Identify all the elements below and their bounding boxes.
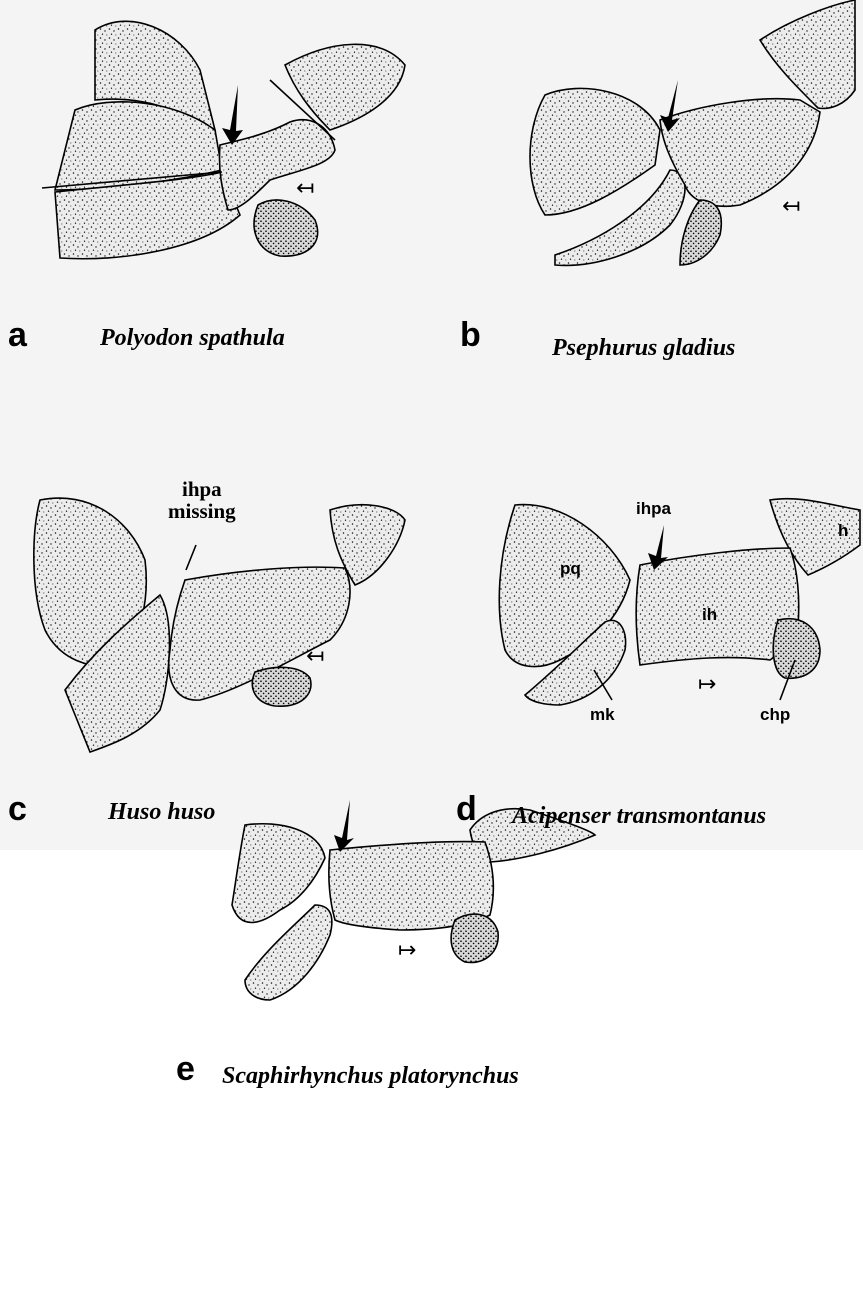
- panel-a-hyomandibula: [285, 44, 405, 130]
- panel-a-direction-symbol: ↤: [296, 178, 314, 200]
- panel-d-drawing: [499, 499, 860, 705]
- panel-b-letter: b: [460, 318, 481, 352]
- panel-e-arrow: [334, 800, 354, 852]
- panel-c-ihpa-missing-label: ihpa missing: [168, 478, 236, 522]
- panel-c-direction-symbol: ↤: [306, 646, 324, 668]
- panel-c-missing-label: missing: [168, 500, 236, 522]
- panel-a-arrow: [222, 85, 243, 145]
- panel-a-ceratohyal: [254, 200, 318, 256]
- panel-e-drawing: [232, 809, 595, 1000]
- panel-d-mk-label: mk: [590, 706, 615, 723]
- panel-d-ihpa-label: ihpa: [636, 500, 671, 517]
- panel-b-palatoquadrate: [530, 88, 660, 215]
- panel-d-ceratohyal-process: [773, 619, 820, 679]
- panel-d-letter: d: [456, 792, 477, 826]
- panel-b-hyomandibula: [760, 0, 855, 108]
- panel-c-species: Huso huso: [108, 800, 215, 824]
- panel-a-species: Polyodon spathula: [100, 326, 285, 350]
- panel-d-direction-symbol: ↦: [698, 674, 716, 696]
- panel-d-pq-label: pq: [560, 560, 581, 577]
- panel-c-letter: c: [8, 792, 27, 826]
- panel-e-ceratohyal: [451, 914, 498, 962]
- panel-a-drawing: [42, 21, 405, 258]
- panel-e-direction-symbol: ↦: [398, 940, 416, 962]
- panel-c-drawing: [34, 498, 405, 752]
- panel-d-ih-label: ih: [702, 606, 717, 623]
- panel-c-ceratohyal: [252, 667, 311, 706]
- panel-d-species: Acipenser transmontanus: [512, 804, 766, 828]
- panel-b-ceratohyal: [680, 200, 721, 265]
- panel-e-letter: e: [176, 1052, 195, 1086]
- panel-c-ihpa-pointer: [186, 545, 196, 570]
- panel-e-palatoquadrate: [232, 824, 325, 923]
- panel-c-ihpa-label: ihpa: [168, 478, 236, 500]
- panel-b-species: Psephurus gladius: [552, 336, 735, 360]
- panel-b-drawing: [530, 0, 855, 265]
- panel-a-letter: a: [8, 318, 27, 352]
- panel-e-species: Scaphirhynchus platorynchus: [222, 1064, 519, 1088]
- panel-d-h-label: h: [838, 522, 848, 539]
- panel-d-chp-label: chp: [760, 706, 790, 723]
- panel-b-direction-symbol: ↤: [782, 196, 800, 218]
